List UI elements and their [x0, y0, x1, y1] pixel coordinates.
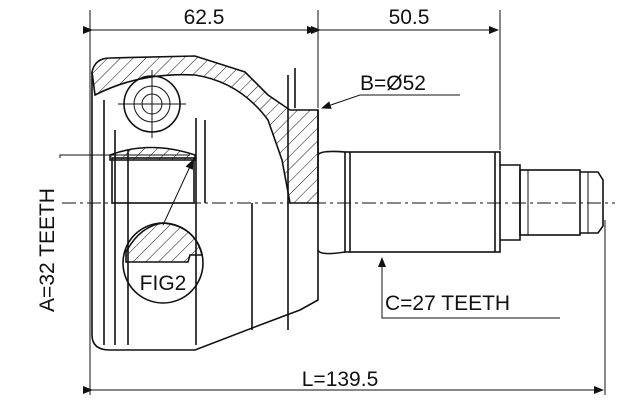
housing-outline: [91, 72, 319, 351]
dim-housing-length: 62.5: [184, 6, 225, 29]
shaft: [344, 151, 501, 253]
leader-c: [378, 257, 560, 319]
label-fig2: FIG2: [140, 272, 187, 295]
housing-section: [91, 55, 319, 204]
label-inner-teeth: A=32 TEETH: [36, 188, 59, 312]
shaft-spline: [519, 169, 581, 236]
leader-b: [321, 94, 460, 109]
inner-race: [109, 146, 196, 161]
dim-diameter-b: B=Ø52: [360, 72, 426, 95]
label-outer-teeth: C=27 TEETH: [385, 292, 510, 315]
dim-shaft-length: 50.5: [389, 6, 430, 29]
dim-overall-length: L=139.5: [302, 368, 379, 391]
